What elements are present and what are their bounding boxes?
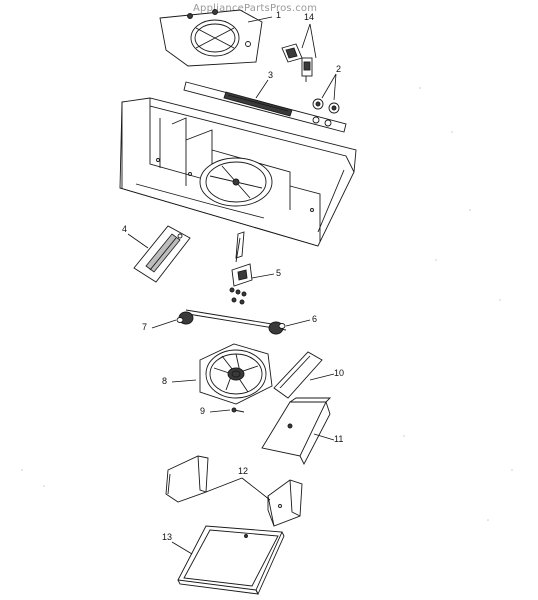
part-3-control-bar [183, 81, 347, 133]
part-13-grease-filter [177, 525, 285, 596]
callout-12: 12 [238, 466, 249, 476]
callout-7: 7 [142, 322, 148, 332]
callout-10: 10 [334, 368, 345, 378]
part-11-bracket-plate [261, 397, 332, 465]
callout-3: 3 [268, 70, 274, 80]
callout-1: 1 [276, 10, 282, 20]
scan-noise [21, 87, 513, 521]
part-14-switches [281, 43, 313, 82]
callout-6: 6 [312, 314, 318, 324]
callout-2: 2 [336, 64, 342, 74]
callout-11: 11 [334, 434, 344, 444]
callout-14: 14 [304, 12, 315, 22]
callout-5: 5 [276, 268, 282, 278]
part-12-side-panels [165, 455, 303, 527]
part-4-light-fixture [133, 225, 191, 283]
part-1-damper-plate [159, 9, 263, 67]
leader-lines [127, 16, 337, 555]
part-9-screw [231, 407, 245, 413]
callout-8: 8 [162, 376, 168, 386]
part-5-motor [229, 231, 253, 305]
part-8-blower-fan [199, 343, 273, 405]
part-10-filter-strip [273, 351, 323, 399]
part-6-7-bulbs-rod [176, 309, 287, 335]
callout-9: 9 [200, 406, 206, 416]
hood-housing [119, 97, 357, 247]
callout-13: 13 [162, 532, 173, 542]
watermark: AppliancePartsPros.com [193, 3, 318, 14]
part-2-knobs [312, 98, 340, 114]
callout-4: 4 [122, 224, 128, 234]
